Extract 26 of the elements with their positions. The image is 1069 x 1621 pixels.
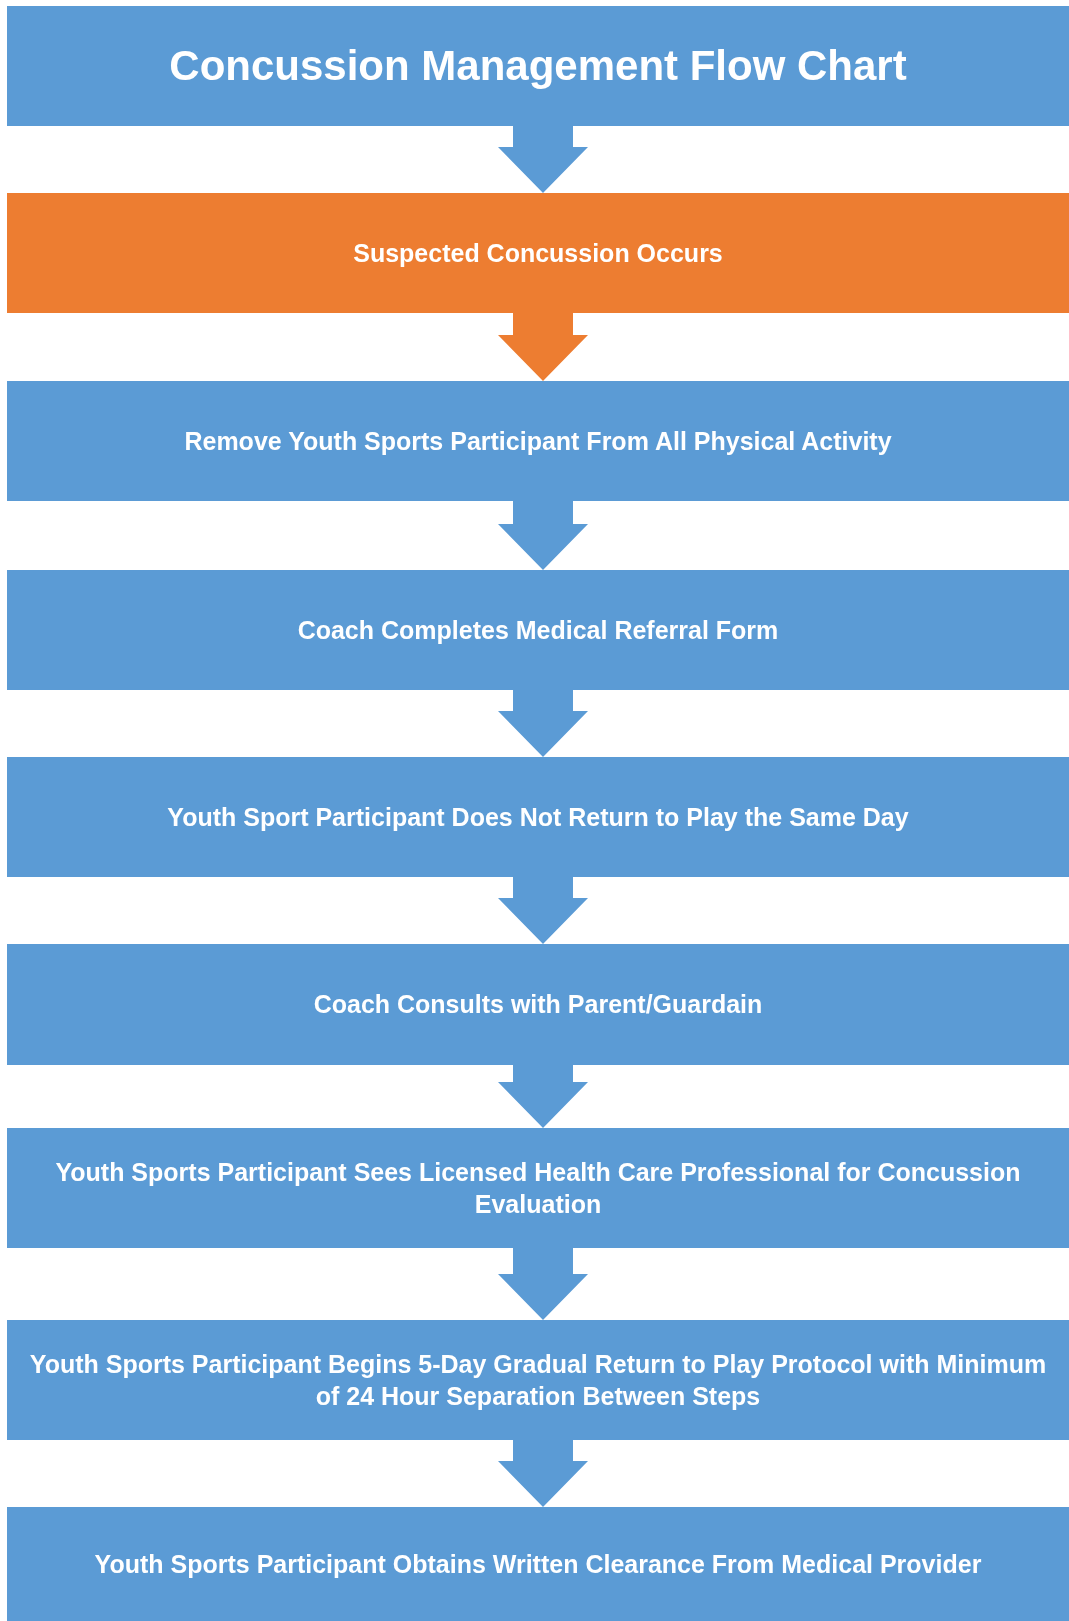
step-text: Youth Sports Participant Obtains Written Clearance From Medical Provider [94,1548,982,1580]
process-box [7,1128,1069,1248]
step-text: Suspected Concussion Occurs [353,237,723,269]
title-text: Concussion Management Flow Chart [169,40,907,91]
process-box [7,944,1069,1065]
block-arrow [498,126,588,193]
block-arrow [498,501,588,570]
title-banner [7,6,1069,126]
process-box [7,1507,1069,1621]
block-arrow [498,690,588,757]
step-text: Youth Sports Participant Sees Licensed Health Care Professional for Concussion Evaluation [54,1156,1022,1220]
block-arrow [498,877,588,944]
block-arrow [498,313,588,381]
process-box [7,1320,1069,1440]
step-text: Youth Sport Participant Does Not Return to Play the Same Day [167,801,909,833]
step-text: Remove Youth Sports Participant From All Physical Activity [184,425,892,457]
process-box [7,381,1069,501]
block-arrow [498,1248,588,1320]
step-text: Coach Completes Medical Referral Form [297,614,779,646]
step-text: Youth Sports Participant Begins 5-Day Gradual Return to Play Protocol with Minimum of 24 Hour Separation Between Steps [28,1348,1048,1412]
block-arrow [498,1440,588,1507]
process-box [7,193,1069,313]
process-box [7,757,1069,877]
process-box [7,570,1069,690]
step-text: Coach Consults with Parent/Guardain [313,989,763,1021]
block-arrow [498,1065,588,1128]
